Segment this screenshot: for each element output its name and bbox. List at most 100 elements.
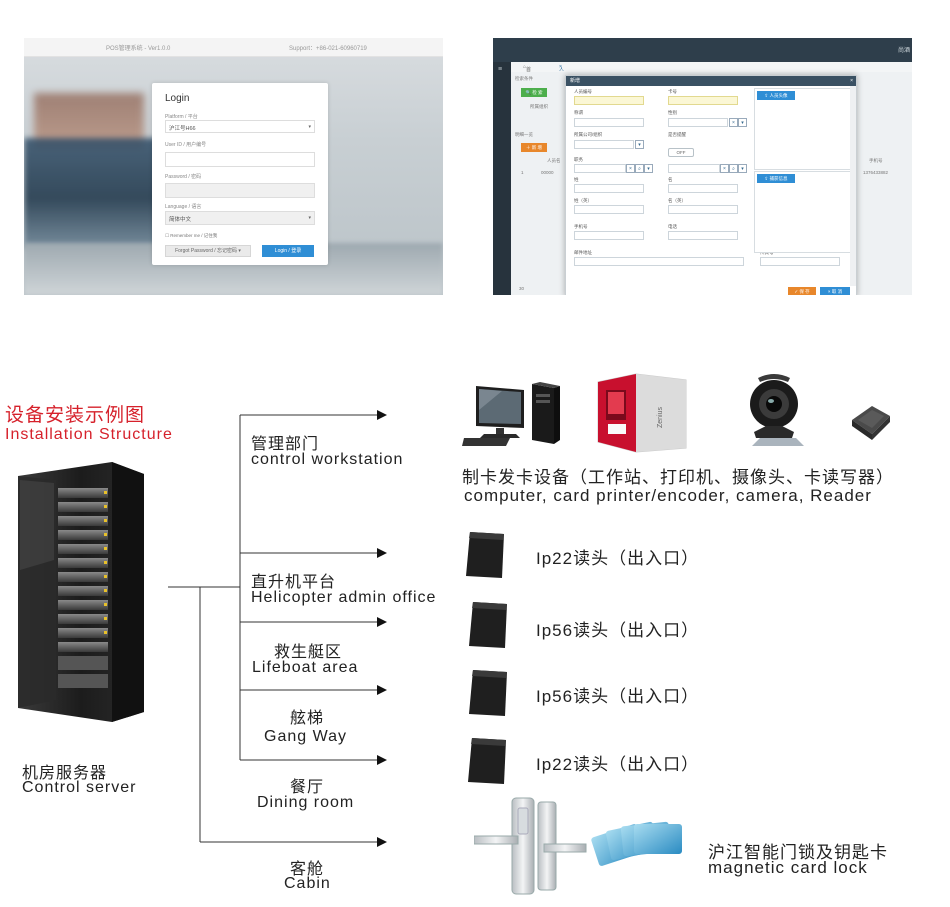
login-topbar: POS管理系统 - Ver1.0.0 Support：+86-021-60960… [24, 38, 443, 57]
chevron-down-icon: ▾ [308, 124, 311, 130]
card-no-input[interactable] [668, 96, 738, 105]
phone-input[interactable] [668, 231, 738, 240]
branch-gangway-cn: 舷梯 [290, 710, 325, 727]
server-label-en: Control server [22, 779, 137, 796]
reader-dining-label: Ip22读头（出入口） [536, 755, 700, 774]
platform-select[interactable]: 沪江号H66 ▾ [165, 120, 315, 133]
app-title: POS管理系统 - Ver1.0.0 [106, 46, 171, 52]
branch-gangway-en: Gang Way [264, 728, 347, 745]
capture-panel: ⇪ 捕获信息 [754, 171, 854, 253]
card-no-label: 卡号 [668, 89, 677, 94]
search-icon[interactable]: ⌕ [635, 164, 644, 173]
card-reader-icon [852, 406, 890, 440]
language-value: 简体中文 [169, 217, 192, 223]
ip22-reader-icon [466, 532, 504, 578]
workstation-devices-en: computer, card printer/encoder, camera, … [464, 486, 872, 505]
secondary-select[interactable] [668, 164, 720, 173]
login-button[interactable]: Login / 登录 [262, 245, 314, 257]
add-button[interactable]: ＋ 新 增 [521, 143, 547, 152]
chevron-down-icon[interactable]: ▾ [635, 140, 644, 149]
row-code: 00000 [541, 170, 554, 175]
given-name-en-label: 名（英） [668, 198, 686, 203]
login-screenshot: POS管理系统 - Ver1.0.0 Support：+86-021-60960… [24, 38, 443, 295]
clear-icon[interactable]: × [720, 164, 729, 173]
add-person-modal: 新增 × 人员编号 卡号 称谓 性别 × ▾ 所属公司/组织 ▾ 是否提醒 OF… [565, 75, 857, 295]
search-label: 检索条件 [515, 76, 533, 81]
workstation-devices-cn: 制卡发卡设备（工作站、打印机、摄像头、卡读写器） [462, 468, 894, 487]
menu-icon[interactable]: ≡ [498, 66, 503, 73]
modal-scrollbar[interactable] [850, 86, 856, 286]
company-select[interactable] [574, 140, 634, 149]
given-name-input[interactable] [668, 184, 738, 193]
password-input[interactable] [165, 183, 315, 198]
search-icon[interactable]: ⌕ [729, 164, 738, 173]
title-input[interactable] [574, 118, 644, 127]
diagram-title-en: Installation Structure [5, 426, 173, 443]
background-ship [24, 138, 174, 248]
platform-label: Platform / 平台 [165, 114, 198, 120]
page-size[interactable]: 30 [519, 286, 525, 291]
forgot-password-button[interactable]: Forgot Password / 忘记密码 ▾ [165, 245, 251, 257]
query-button[interactable]: 🔍 检 索 [521, 88, 547, 97]
chevron-down-icon[interactable]: ▾ [738, 118, 747, 127]
mobile-value: 1376433882 [863, 170, 889, 175]
computer-icon [462, 382, 560, 446]
surname-label: 姓 [574, 177, 579, 182]
user-id-label: User ID / 用户编号 [165, 142, 207, 148]
row-number: 1 [521, 170, 524, 175]
branch-lifeboat-en: Lifeboat area [252, 659, 359, 676]
branch-dining-cn: 餐厅 [290, 779, 325, 796]
lock-label-en: magnetic card lock [708, 858, 868, 877]
branch-helicopter-en: Helicopter admin office [251, 589, 437, 606]
reader-lifeboat-label: Ip56读头（出入口） [536, 621, 700, 640]
mobile-label: 手机号 [574, 224, 588, 229]
cancel-button[interactable]: × 取 消 [820, 287, 850, 295]
user-id-input[interactable] [165, 152, 315, 167]
remember-me-checkbox[interactable]: ☐ Remember me / 记住我 [165, 233, 218, 238]
clear-icon[interactable]: × [729, 118, 738, 127]
photo-button[interactable]: ⇪ 人员头像 [757, 91, 795, 100]
surname-en-input[interactable] [574, 205, 644, 214]
admin-brand: 尚酒 [897, 48, 910, 54]
branch-cabin-cn: 客舱 [290, 861, 325, 878]
save-button[interactable]: ✓ 保 存 [788, 287, 816, 295]
modal-title: 新增 [570, 78, 581, 84]
reminder-toggle[interactable]: OFF [668, 148, 694, 157]
position-select[interactable] [574, 164, 626, 173]
chevron-down-icon[interactable]: ▾ [738, 164, 747, 173]
mobile-header: 手机号 [869, 158, 883, 163]
chevron-down-icon[interactable]: ▾ [644, 164, 653, 173]
email-label: 邮件地址 [574, 250, 592, 255]
gender-select[interactable] [668, 118, 728, 127]
clear-icon[interactable]: × [626, 164, 635, 173]
phone-label: 电话 [668, 224, 677, 229]
list-label: 明细一览 [515, 132, 533, 137]
title-label: 称谓 [574, 110, 583, 115]
server-label-cn: 机房服务器 [22, 765, 108, 782]
position-label: 职务 [574, 157, 583, 162]
reader-helicopter-label: Ip22读头（出入口） [536, 549, 700, 568]
surname-input[interactable] [574, 184, 644, 193]
password-label: Password / 密码 [165, 174, 202, 180]
reader-gangway-label: Ip56读头（出入口） [536, 687, 700, 706]
given-name-en-input[interactable] [668, 205, 738, 214]
person-no-input[interactable] [574, 96, 644, 105]
surname-en-label: 姓（英） [574, 198, 592, 203]
branch-cabin-en: Cabin [284, 875, 331, 892]
capture-button[interactable]: ⇪ 捕获信息 [757, 174, 795, 183]
camera-icon [750, 374, 804, 446]
email-input[interactable] [574, 257, 744, 266]
mobile-input[interactable] [574, 231, 644, 240]
remember-me-label: Remember me / 记住我 [170, 233, 218, 238]
admin-screenshot: 尚酒 ≡ ⌂ 首页 人员信息 × 检索条件 🔍 检 索 所属组织 明细一览 ＋ … [493, 38, 912, 295]
company-label: 所属公司/组织 [574, 132, 603, 137]
fax-input[interactable] [760, 257, 840, 266]
printer-brand: Zenius [657, 406, 664, 428]
close-icon[interactable]: × [850, 78, 853, 84]
lock-label-cn: 沪江智能门锁及钥匙卡 [708, 843, 888, 862]
language-select[interactable]: 简体中文 ▾ [165, 211, 315, 225]
modal-header: 新增 × [566, 76, 856, 86]
branch-workstation-en: control workstation [251, 451, 404, 468]
ip22-reader-icon [468, 738, 506, 784]
diagram-title-cn: 设备安装示例图 [5, 405, 146, 426]
